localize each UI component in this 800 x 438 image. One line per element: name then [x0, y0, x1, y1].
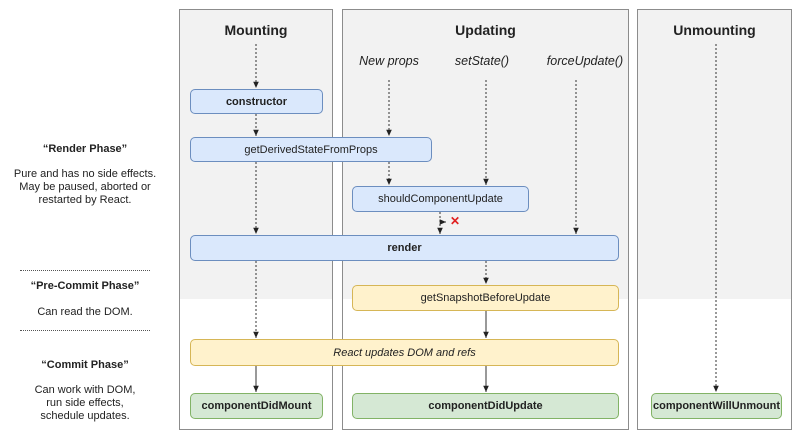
unmounting-column-title: Unmounting [673, 22, 756, 38]
component-will-unmount-box: componentWillUnmount [651, 393, 782, 419]
mounting-column-title: Mounting [224, 22, 288, 38]
constructor-box: constructor [190, 89, 323, 114]
phase-divider [20, 330, 150, 331]
trigger-new-props: New props [359, 54, 419, 68]
abort-x-icon: ✕ [450, 214, 461, 228]
commit-phase-desc-line: run side effects, [46, 397, 124, 409]
component-did-update-box: componentDidUpdate [352, 393, 619, 419]
trigger-force-update: forceUpdate() [546, 54, 624, 68]
phase-divider [20, 270, 150, 271]
pre-commit-phase-desc-line: Can read the DOM. [37, 306, 133, 318]
react-updates-dom-box: React updates DOM and refs [190, 339, 619, 366]
render-phase-desc-line: restarted by React. [38, 194, 132, 206]
commit-phase-title: “Commit Phase” [41, 359, 129, 371]
render-phase-title: “Render Phase” [42, 143, 128, 155]
commit-phase-desc: Can work with DOM, run side effects, sch… [0, 384, 170, 423]
render-phase-desc-line: Pure and has no side effects. [13, 168, 157, 180]
component-did-mount-box: componentDidMount [190, 393, 323, 419]
pre-commit-phase-title: “Pre-Commit Phase” [30, 280, 140, 292]
mounting-column: Mounting [179, 9, 333, 430]
commit-phase-desc-line: Can work with DOM, [34, 384, 136, 396]
unmounting-render-zone [638, 10, 791, 299]
get-snapshot-before-update-box: getSnapshotBeforeUpdate [352, 285, 619, 311]
get-derived-state-from-props-box: getDerivedStateFromProps [190, 137, 432, 162]
should-component-update-box: shouldComponentUpdate [352, 186, 529, 212]
updating-column: Updating [342, 9, 629, 430]
pre-commit-phase-desc: Can read the DOM. [0, 306, 170, 319]
render-box: render [190, 235, 619, 261]
commit-phase-desc-line: schedule updates. [40, 410, 130, 422]
render-phase-desc: Pure and has no side effects. May be pau… [0, 168, 170, 207]
trigger-set-state: setState() [454, 54, 510, 68]
updating-column-title: Updating [455, 22, 516, 38]
render-phase-desc-line: May be paused, aborted or [19, 181, 151, 193]
unmounting-column: Unmounting [637, 9, 792, 430]
